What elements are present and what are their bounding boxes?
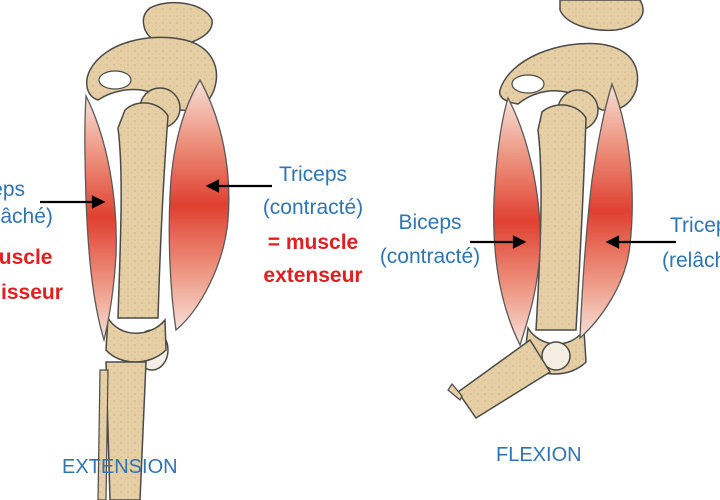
extension-caption: EXTENSION (62, 456, 178, 478)
flexion-tibia (456, 338, 552, 420)
flexion-triceps-name: Triceps (670, 214, 720, 237)
extension-arm (84, 1, 230, 500)
extension-biceps-state: (relâché) (0, 205, 53, 228)
extension-triceps-name: Triceps (278, 163, 348, 186)
extension-biceps-role-line1: = muscle (0, 246, 53, 269)
extension-triceps-state: (contracté) (262, 196, 364, 219)
flexion-caption: FLEXION (496, 444, 582, 466)
extension-triceps-role-line2: extenseur (263, 264, 363, 287)
flexion-arm (447, 0, 644, 420)
extension-biceps-muscle (84, 93, 117, 343)
flexion-vertebra (559, 0, 644, 32)
flexion-triceps-muscle (579, 82, 633, 340)
flexion-biceps-state: (contracté) (379, 245, 481, 268)
extension-tibia (105, 361, 147, 500)
extension-triceps-role-line1: = muscle (267, 231, 359, 254)
extension-femur (117, 102, 169, 319)
flexion-kneecap (541, 341, 571, 371)
flexion-triceps-state: (relâché) (662, 249, 720, 272)
extension-triceps-muscle (168, 78, 230, 332)
extension-biceps-role-line2: fléchisseur (0, 281, 63, 304)
extension-biceps-name: Biceps (0, 178, 26, 201)
flexion-femur (535, 104, 587, 331)
flexion-biceps-muscle (493, 96, 541, 347)
pointer-arrows (40, 179, 676, 249)
flexion-biceps-name: Biceps (398, 211, 462, 234)
